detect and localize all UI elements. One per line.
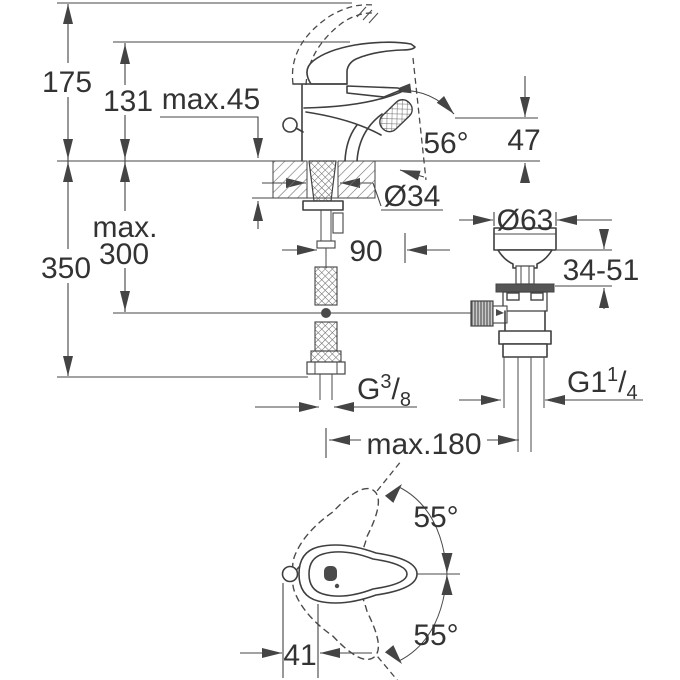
countertop-section (272, 160, 376, 199)
flexible-hose-lower (314, 321, 338, 352)
dim-hole-diameter-label: Ø34 (384, 180, 441, 213)
dim-spray-angle-label: 56° (423, 127, 468, 160)
dim-flange-diameter-label: Ø63 (497, 204, 554, 237)
dim-deck-thickness-label: max.45 (162, 83, 260, 116)
rod-adjuster-knob (470, 300, 494, 327)
pop-up-knob (282, 117, 298, 133)
handle-top-view (240, 459, 460, 680)
dim-hose-length-label: 350 (41, 252, 91, 285)
dim-rod-max-value-label: 300 (99, 238, 149, 271)
dim-handle-offset-label: 41 (283, 639, 316, 672)
valve-seat-ring (495, 283, 555, 293)
flexible-hose-upper (314, 266, 338, 306)
mounting-shank-and-hoses (302, 160, 346, 400)
dim-grip-range-label: 34-51 (563, 254, 640, 287)
pop-up-rod-pivot (321, 308, 331, 318)
pop-up-drain-valve (470, 227, 557, 452)
dim-overall-height-label: 175 (42, 66, 92, 99)
dim-thread-small-label: G3/8 (357, 371, 411, 411)
dim-swivel-bottom-label: 55° (413, 619, 458, 652)
dim-outlet-height-label: 47 (507, 124, 540, 157)
dim-reach-label: 90 (349, 235, 382, 268)
dim-center-distance-label: max.180 (366, 428, 481, 461)
dim-thread-large-label: G11/4 (567, 364, 638, 404)
handle-pivot-pin (281, 565, 299, 583)
dim-rod-max-word-label: max. (92, 211, 157, 244)
dimension-labels: 175 131 max.45 56° 47 Ø34 90 Ø63 34-51 m… (39, 63, 639, 672)
dim-spout-height-label: 131 (103, 85, 153, 118)
hose-nut (306, 361, 346, 375)
dim-swivel-top-label: 55° (413, 501, 458, 534)
faucet-body-side-view (282, 4, 416, 162)
